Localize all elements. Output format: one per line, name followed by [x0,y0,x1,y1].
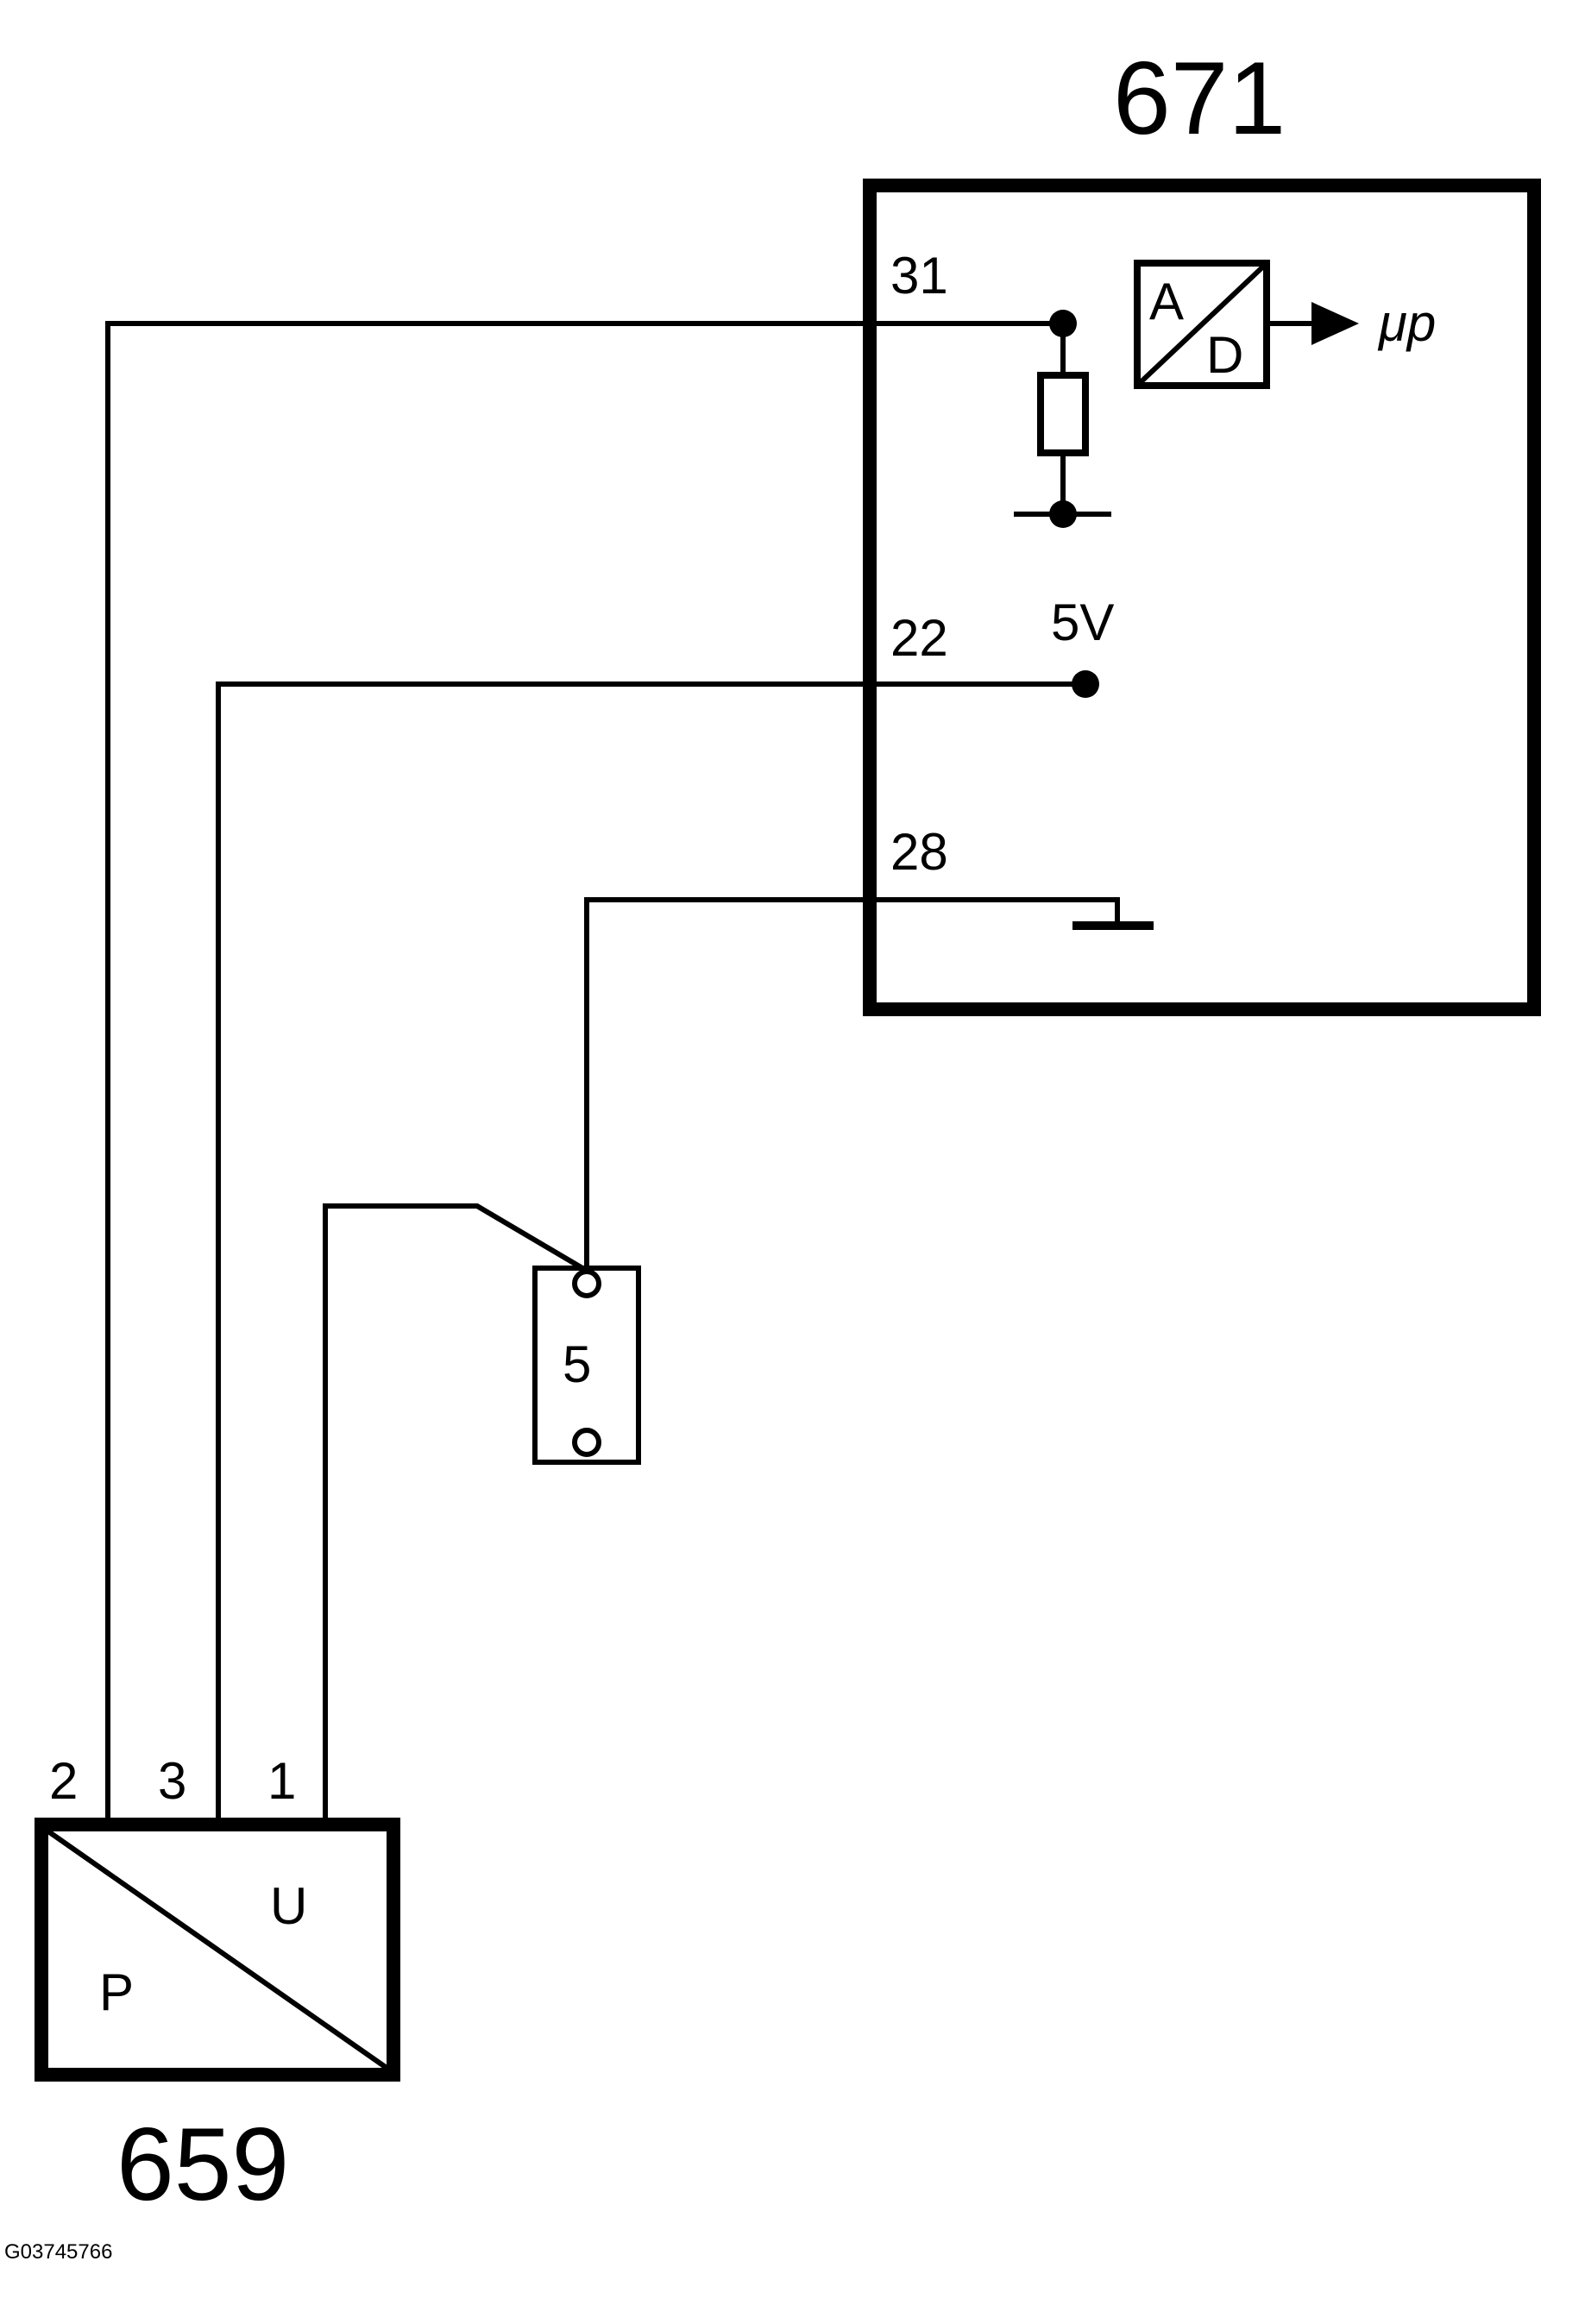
sensor-pin-2-stub [86,1818,129,1827]
supply-5v-label: 5V [1051,594,1114,651]
ecu-pin-28-label: 28 [890,823,948,881]
microprocessor-label: μp [1377,294,1436,352]
wire-28-to-connector [584,897,1120,1275]
sensor-pin-2-label: 2 [49,1752,78,1810]
sensor-pin-1-label: 1 [267,1752,296,1810]
output-arrow-icon [1311,302,1359,345]
supply-5v-dot [1072,670,1099,698]
pulldown-resistor [1037,372,1089,456]
figure-code: G03745766 [4,2240,112,2264]
wire-pin3-to-22 [216,681,1085,1825]
connector-5-label: 5 [563,1335,591,1393]
sensor-659-label: 659 [116,2107,289,2222]
sensor-p-label: P [99,1963,134,2021]
adc-d-label: D [1206,326,1243,384]
ecu-671-box [863,179,1541,1016]
ad-converter-diagonal [1138,264,1266,385]
connector-5-box [532,1266,641,1465]
ecu-pin-31-label: 31 [890,247,948,305]
sensor-pin-3-label: 3 [158,1752,186,1810]
sensor-diagonal [47,1829,388,2070]
connector-terminal-top [572,1269,601,1298]
wire-pin2-to-31 [105,321,1074,1825]
sensor-u-label: U [270,1877,307,1935]
wire-pin1-to-connector [323,1203,584,1825]
sensor-pin-1-stub [304,1818,347,1827]
sensor-pin-3-stub [197,1818,240,1827]
ecu-pin-22-label: 22 [890,609,948,667]
connector-terminal-bottom [572,1428,601,1457]
adc-a-label: A [1149,273,1184,330]
ecu-671-label: 671 [1113,41,1286,156]
